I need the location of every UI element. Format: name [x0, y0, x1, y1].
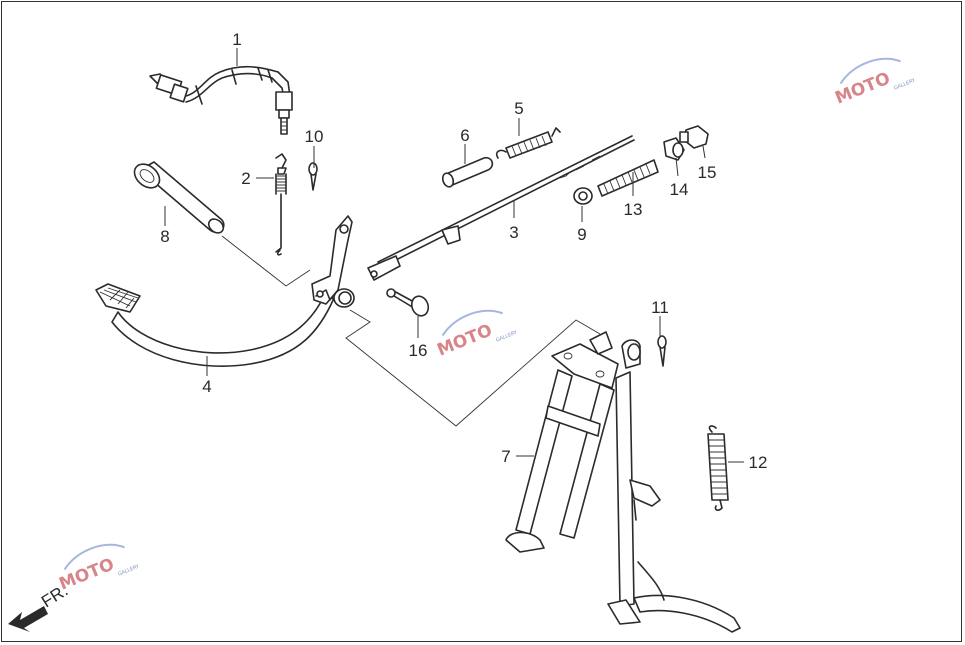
label-part-6: 6 — [460, 126, 469, 145]
part-5-spring — [495, 127, 561, 159]
part-8-pivot-shaft — [133, 161, 225, 234]
label-part-15: 15 — [698, 163, 717, 182]
label-part-16: 16 — [409, 341, 428, 360]
part-4-brake-pedal — [95, 215, 355, 367]
label-part-10: 10 — [305, 127, 324, 146]
part-16-clevis-pin — [386, 288, 430, 317]
label-part-5: 5 — [514, 99, 523, 118]
part-3-brake-rod — [367, 135, 635, 281]
label-part-2: 2 — [241, 169, 250, 188]
part-13-coil-spring — [597, 159, 659, 197]
label-part-1: 1 — [232, 30, 241, 49]
front-direction-indicator: FR. — [8, 581, 71, 632]
watermark-subtext: GALLERY — [117, 563, 141, 577]
part-14-joint — [663, 137, 685, 161]
label-part-13: 13 — [624, 200, 643, 219]
part-11-split-pin — [657, 335, 667, 367]
label-part-4: 4 — [202, 377, 211, 396]
part-2-spring — [275, 153, 287, 256]
watermark-text: MOTO — [434, 321, 495, 361]
watermark-center: MOTO GALLERY — [434, 309, 519, 361]
front-arrow-icon — [8, 606, 48, 632]
assembly-guide-lines — [221, 235, 601, 427]
watermark-subtext: GALLERY — [893, 77, 917, 91]
label-part-11: 11 — [651, 298, 669, 317]
label-part-14: 14 — [670, 180, 689, 199]
label-part-7: 7 — [501, 447, 510, 466]
part-10-split-pin — [308, 162, 318, 191]
part-labels: 1 2 3 4 5 6 7 8 9 10 11 12 13 14 15 16 — [160, 30, 767, 472]
label-part-12: 12 — [749, 453, 768, 472]
label-part-3: 3 — [509, 223, 518, 242]
part-15-nut — [679, 125, 709, 149]
part-6-sleeve — [441, 156, 494, 188]
label-part-9: 9 — [577, 225, 586, 244]
part-1-brake-switch — [149, 65, 293, 135]
watermark-top-right: MOTO GALLERY — [832, 57, 917, 109]
part-12-stand-spring — [707, 425, 729, 511]
leader-lines — [164, 48, 744, 463]
label-part-8: 8 — [160, 227, 169, 246]
part-9-washer — [573, 187, 593, 205]
part-7-main-stand — [505, 331, 741, 633]
watermark-text: MOTO — [832, 69, 893, 109]
watermark-subtext: GALLERY — [495, 329, 519, 343]
